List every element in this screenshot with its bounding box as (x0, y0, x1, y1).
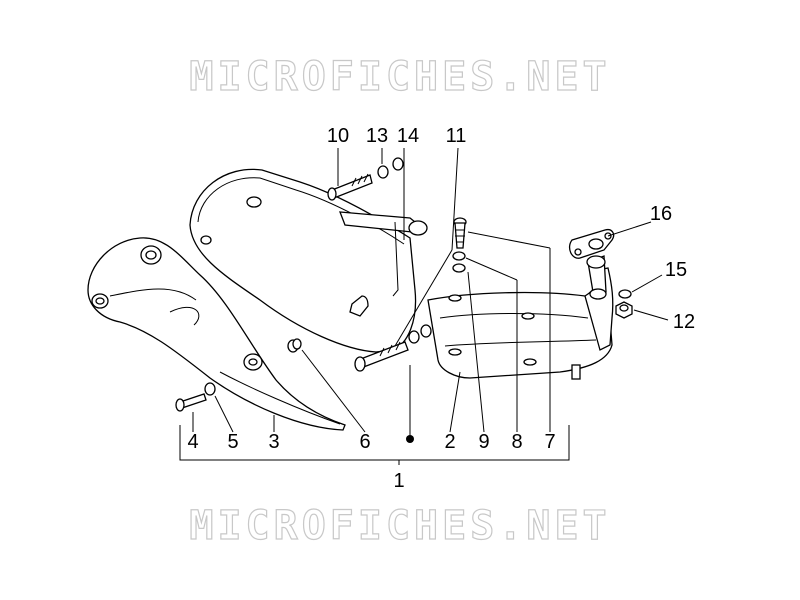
callout-2: 2 (444, 431, 455, 453)
washer-9 (452, 263, 466, 273)
washer-11b (420, 324, 432, 338)
washer-14 (392, 157, 404, 171)
watermark-bottom: MICROFICHES.NET (189, 502, 611, 549)
manifold-flange (568, 228, 615, 300)
bolt-11 (354, 341, 409, 372)
callout-13: 13 (366, 125, 388, 147)
leader-lines (179, 147, 669, 465)
exhaust-pipe (427, 267, 614, 380)
washer-15 (618, 289, 632, 299)
callout-12: 12 (673, 311, 695, 333)
callout-8: 8 (511, 431, 522, 453)
washer-5 (204, 382, 216, 396)
callout-labels: 1 2 3 4 5 6 7 8 9 10 11 12 13 14 15 16 (187, 125, 695, 492)
callout-10: 10 (327, 125, 349, 147)
washer-11a (408, 330, 420, 344)
muffler-heat-shield (189, 168, 428, 353)
heat-guard (87, 237, 346, 431)
callout-15: 15 (665, 259, 687, 281)
watermark-top: MICROFICHES.NET (189, 53, 611, 100)
bullet-point-marker (406, 435, 414, 443)
callout-4: 4 (187, 431, 198, 453)
callout-16: 16 (650, 203, 672, 225)
spacer-6 (287, 338, 302, 353)
callout-11: 11 (446, 125, 467, 147)
callout-9: 9 (478, 431, 489, 453)
callout-14: 14 (397, 125, 419, 147)
callout-1: 1 (393, 470, 404, 492)
bolt-4 (175, 393, 207, 412)
callout-6: 6 (359, 431, 370, 453)
callout-3: 3 (268, 431, 279, 453)
nut-12 (615, 301, 633, 319)
washer-8 (452, 251, 466, 261)
stud-7 (453, 217, 467, 249)
callout-5: 5 (227, 431, 238, 453)
bolt-10 (327, 173, 373, 201)
callout-7: 7 (544, 431, 555, 453)
washer-13 (377, 165, 389, 179)
